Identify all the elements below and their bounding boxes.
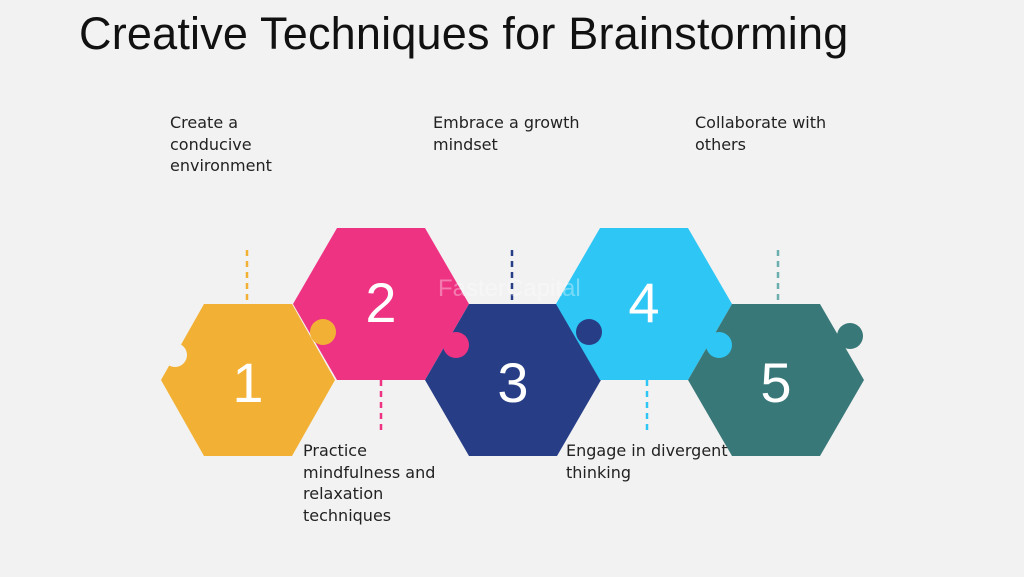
step-number-1: 1 [232,351,263,414]
puzzle-tab-4 [706,332,732,358]
page-title: Creative Techniques for Brainstorming [79,8,849,59]
hexagon-step-3 [425,304,601,456]
hexagon-step-4 [556,228,732,380]
step-1-label: Create a conducive environment [170,113,272,175]
step-3-label: Embrace a growth mindset [433,113,580,154]
step-number-2: 2 [365,271,396,334]
step-5-label: Collaborate with others [695,113,827,154]
puzzle-tab-3 [576,319,602,345]
step-2-label: Practice mindfulness and relaxation tech… [303,441,436,525]
hexagon-step-5 [688,304,864,456]
step-4-label: Engage in divergent thinking [566,441,728,482]
hexagon-step-1 [161,304,335,456]
step-number-5: 5 [760,351,791,414]
hexagon-step-2 [293,228,469,380]
step-number-3: 3 [497,351,528,414]
puzzle-tab-1 [310,319,336,345]
puzzle-tab-2 [443,332,469,358]
step-number-4: 4 [628,271,659,334]
watermark: FasterCapital [438,275,581,302]
